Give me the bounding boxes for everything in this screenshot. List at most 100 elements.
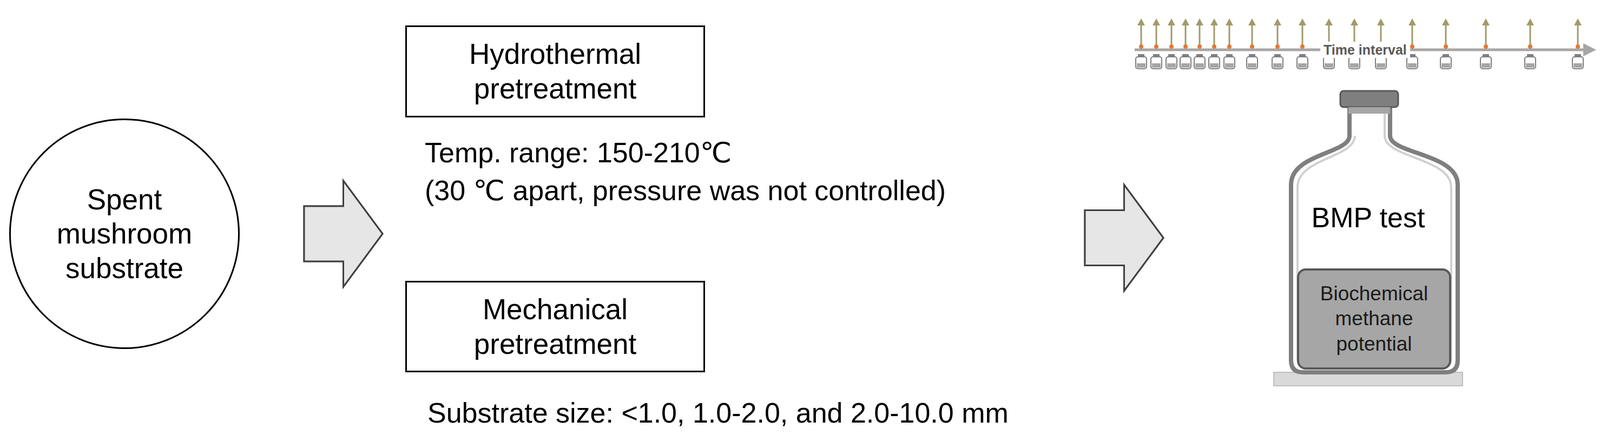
mini-bottle (1208, 56, 1220, 69)
mini-bottle-liquid (1136, 63, 1146, 68)
node-text: Spent mushroom substrate (37, 182, 212, 286)
sampling-arrowhead (1526, 18, 1534, 26)
sampling-dot (1154, 44, 1159, 49)
sampling-arrow (1301, 23, 1304, 46)
mini-bottle (1194, 56, 1206, 69)
sampling-arrowhead (1408, 18, 1417, 26)
condition-note: Substrate size: <1.0, 1.0-2.0, and 2.0-1… (427, 396, 1009, 430)
bottle-outline (1291, 104, 1458, 373)
bmp-bottle: BMP testBiochemical methane potential (1273, 89, 1463, 386)
sampling-arrowhead (1195, 18, 1204, 26)
sampling-arrow (1529, 23, 1532, 46)
sampling-arrowhead (1273, 18, 1282, 26)
mini-bottle-liquid (1324, 63, 1334, 68)
liquid-fill (1298, 269, 1451, 369)
sampling-arrowhead (1377, 18, 1385, 26)
mini-bottle-liquid (1209, 63, 1219, 68)
sampling-arrowhead (1350, 18, 1359, 26)
sampling-dot (1227, 44, 1232, 49)
mini-bottle-liquid (1481, 63, 1491, 68)
mini-bottle-liquid (1573, 63, 1583, 68)
sampling-arrowhead (1325, 18, 1333, 26)
mini-bottle (1150, 56, 1162, 69)
sampling-arrowhead (1137, 18, 1145, 26)
sampling-dot (1300, 44, 1305, 49)
sampling-arrow (1577, 23, 1579, 46)
mini-bottle (1480, 56, 1492, 69)
mini-bottle-liquid (1376, 63, 1386, 68)
sampling-arrowhead (1298, 18, 1307, 26)
sampling-arrowhead (1181, 18, 1190, 26)
mini-bottle (1375, 56, 1387, 69)
mini-bottle-liquid (1525, 63, 1535, 68)
mini-bottle-liquid (1350, 63, 1359, 68)
sampling-arrowhead (1167, 18, 1176, 26)
mini-bottle (1296, 56, 1308, 69)
mini-bottle-liquid (1273, 63, 1282, 68)
sampling-arrow (1213, 23, 1216, 46)
sampling-arrowhead (1225, 18, 1234, 26)
sampling-dot (1249, 44, 1255, 49)
sampling-arrow (1170, 23, 1173, 46)
sampling-dot (1197, 44, 1202, 49)
process-box: Mechanical pretreatment (405, 280, 706, 373)
mini-bottle-liquid (1181, 63, 1190, 68)
sampling-arrow (1184, 23, 1187, 46)
sampling-arrowhead (1482, 18, 1490, 26)
mini-bottle-liquid (1247, 63, 1257, 68)
block-arrow (1084, 185, 1164, 292)
sampling-dot (1275, 44, 1280, 49)
sampling-dot (1410, 44, 1415, 49)
sampling-arrow (1411, 23, 1414, 46)
sampling-arrowhead (1442, 18, 1450, 26)
mini-bottle (1272, 56, 1283, 69)
sampling-dot (1575, 44, 1580, 49)
sampling-arrowhead (1152, 18, 1161, 26)
block-arrow (304, 180, 383, 287)
mini-bottle (1524, 56, 1536, 69)
mini-bottle (1180, 56, 1191, 69)
sampling-arrowhead (1248, 18, 1256, 26)
mini-bottle-liquid (1167, 63, 1176, 68)
mini-bottle (1323, 56, 1335, 69)
mini-bottle (1572, 56, 1584, 69)
mini-bottle-liquid (1225, 63, 1234, 68)
bottle-cap-ring (1348, 107, 1391, 114)
mini-bottle-liquid (1407, 63, 1417, 68)
condition-note: Temp. range: 150-210℃ (424, 135, 732, 170)
mini-bottle (1406, 56, 1418, 69)
block-arrow (304, 180, 383, 287)
sampling-arrow (1199, 23, 1201, 46)
timeline (1134, 18, 1597, 69)
sampling-arrowhead (1210, 18, 1218, 26)
sampling-dot (1183, 44, 1188, 49)
node-text: Mechanical pretreatment (419, 292, 691, 361)
mini-bottle-liquid (1441, 63, 1451, 68)
node-text: BMP test (1273, 200, 1463, 235)
sampling-arrow (1251, 23, 1254, 46)
sampling-dot (1212, 44, 1217, 49)
mini-bottle (1440, 56, 1452, 69)
sampling-arrow (1228, 23, 1231, 46)
sampling-arrow (1140, 23, 1143, 46)
condition-note: (30 ℃ apart, pressure was not controlled… (424, 173, 946, 208)
sampling-arrow (1276, 23, 1279, 46)
mini-bottle-liquid (1298, 63, 1307, 68)
sampling-arrow (1485, 23, 1487, 46)
sampling-dot (1169, 44, 1174, 49)
sampling-dot (1443, 44, 1448, 49)
mini-bottle (1348, 56, 1360, 69)
process-box: Hydrothermal pretreatment (405, 25, 706, 118)
mini-bottle (1166, 56, 1177, 69)
sampling-arrow (1155, 23, 1158, 46)
timeline-arrowhead (1583, 43, 1597, 57)
liquid-region: Biochemical methane potential (1296, 268, 1452, 370)
sampling-dot (1528, 44, 1533, 49)
axis-label: Time interval (1320, 41, 1411, 58)
sampling-dot (1483, 44, 1488, 49)
block-arrow (1084, 185, 1164, 292)
sampling-arrowhead (1574, 18, 1582, 26)
sampling-dot (1138, 44, 1144, 49)
mini-bottle-liquid (1151, 63, 1161, 68)
node-text: Biochemical methane potential (1306, 281, 1443, 357)
